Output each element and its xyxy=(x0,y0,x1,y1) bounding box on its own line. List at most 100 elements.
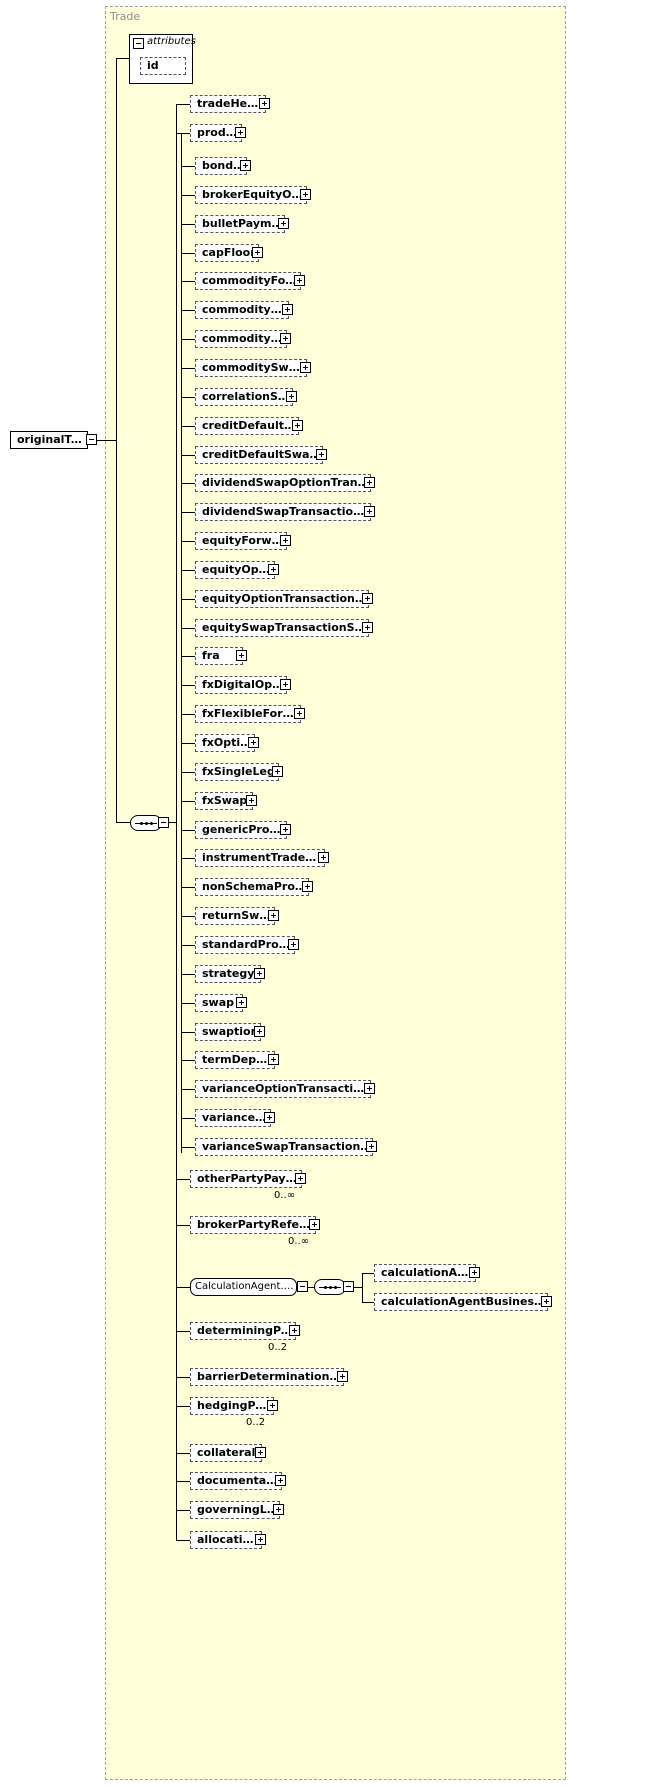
element-generic-product[interactable]: genericProduct xyxy=(195,821,287,839)
element-allocations[interactable]: allocations xyxy=(190,1531,262,1549)
expand-icon[interactable] xyxy=(362,593,373,604)
element-credit-default-swap[interactable]: creditDefaultSwap xyxy=(195,417,299,435)
expand-icon[interactable] xyxy=(541,1296,552,1307)
expand-icon[interactable] xyxy=(235,127,246,138)
expand-icon[interactable] xyxy=(255,1534,266,1545)
element-strategy[interactable]: strategy xyxy=(195,965,261,983)
element-broker-party-reference[interactable]: brokerPartyReference xyxy=(190,1216,316,1234)
expand-icon[interactable] xyxy=(268,1054,279,1065)
expand-icon[interactable] xyxy=(364,477,375,488)
expand-icon[interactable] xyxy=(300,189,311,200)
element-return-swap[interactable]: returnSwap xyxy=(195,907,275,925)
expand-icon[interactable] xyxy=(362,622,373,633)
element-non-schema-product[interactable]: nonSchemaProduct xyxy=(195,878,309,896)
element-equity-option[interactable]: equityOption xyxy=(195,561,275,579)
expand-icon[interactable] xyxy=(300,362,311,373)
element-collateral[interactable]: collateral xyxy=(190,1444,262,1462)
element-fx-option[interactable]: fxOption xyxy=(195,734,255,752)
element-dividend-swap-option-transactio[interactable]: dividendSwapOptionTransactio... xyxy=(195,474,371,492)
collapse-icon[interactable] xyxy=(133,38,144,49)
element-fx-single-leg[interactable]: fxSingleLeg xyxy=(195,763,279,781)
expand-icon[interactable] xyxy=(275,1475,286,1486)
expand-icon[interactable] xyxy=(268,910,279,921)
choice-compositor[interactable] xyxy=(314,1279,346,1295)
expand-icon[interactable] xyxy=(309,1219,320,1230)
expand-icon[interactable] xyxy=(294,708,305,719)
collapse-icon[interactable] xyxy=(86,434,97,445)
collapse-icon[interactable] xyxy=(343,1281,354,1292)
element-commodity-option[interactable]: commodityOption xyxy=(195,301,289,319)
expand-icon[interactable] xyxy=(316,449,327,460)
element-fx-swap[interactable]: fxSwap xyxy=(195,792,253,810)
expand-icon[interactable] xyxy=(294,275,305,286)
element-calculation-agent[interactable]: calculationAgent xyxy=(374,1264,476,1282)
expand-icon[interactable] xyxy=(278,218,289,229)
element-bullet-payment[interactable]: bulletPayment xyxy=(195,215,285,233)
expand-icon[interactable] xyxy=(280,535,291,546)
element-swaption[interactable]: swaption xyxy=(195,1023,261,1041)
expand-icon[interactable] xyxy=(469,1267,480,1278)
element-trade-header[interactable]: tradeHeader xyxy=(190,95,266,113)
expand-icon[interactable] xyxy=(280,824,291,835)
expand-icon[interactable] xyxy=(236,997,247,1008)
sequence-compositor[interactable] xyxy=(130,815,162,831)
expand-icon[interactable] xyxy=(289,1325,300,1336)
expand-icon[interactable] xyxy=(286,391,297,402)
expand-icon[interactable] xyxy=(288,939,299,950)
element-determining-party[interactable]: determiningParty xyxy=(190,1322,296,1340)
expand-icon[interactable] xyxy=(280,333,291,344)
expand-icon[interactable] xyxy=(255,1447,266,1458)
element-documentation[interactable]: documentation xyxy=(190,1472,282,1490)
element-calculation-agent-business-center[interactable]: calculationAgentBusinessCenter xyxy=(374,1293,548,1311)
element-variance-swap[interactable]: varianceSwap xyxy=(195,1109,271,1127)
expand-icon[interactable] xyxy=(295,1173,306,1184)
expand-icon[interactable] xyxy=(267,1400,278,1411)
expand-icon[interactable] xyxy=(282,304,293,315)
expand-icon[interactable] xyxy=(292,420,303,431)
element-instrument-trade-details[interactable]: instrumentTradeDetails xyxy=(195,849,325,867)
expand-icon[interactable] xyxy=(259,98,270,109)
element-equity-forward[interactable]: equityForward xyxy=(195,532,287,550)
expand-icon[interactable] xyxy=(236,650,247,661)
expand-icon[interactable] xyxy=(364,1083,375,1094)
element-standard-product[interactable]: standardProduct xyxy=(195,936,295,954)
expand-icon[interactable] xyxy=(248,737,259,748)
element-fx-digital-option[interactable]: fxDigitalOption xyxy=(195,676,287,694)
element-equity-option-transaction-suppl[interactable]: equityOptionTransactionSuppl... xyxy=(195,590,369,608)
element-other-party-payment[interactable]: otherPartyPayment xyxy=(190,1170,302,1188)
expand-icon[interactable] xyxy=(240,160,251,171)
root-element-original-trade[interactable]: originalTrade xyxy=(10,431,88,449)
attribute-id[interactable]: id xyxy=(140,57,186,75)
element-fx-flexible-forward[interactable]: fxFlexibleForward xyxy=(195,705,301,723)
expand-icon[interactable] xyxy=(280,679,291,690)
expand-icon[interactable] xyxy=(254,968,265,979)
element-variance-option-transaction-sup[interactable]: varianceOptionTransactionSup... xyxy=(195,1080,371,1098)
element-commodity-swaption[interactable]: commoditySwaption xyxy=(195,359,307,377)
expand-icon[interactable] xyxy=(273,1504,284,1515)
element-hedging-party[interactable]: hedgingParty xyxy=(190,1397,274,1415)
expand-icon[interactable] xyxy=(268,564,279,575)
expand-icon[interactable] xyxy=(366,1141,377,1152)
expand-icon[interactable] xyxy=(337,1371,348,1382)
element-governing-law[interactable]: governingLaw xyxy=(190,1501,280,1519)
element-variance-swap-transaction-suppl[interactable]: varianceSwapTransactionSuppl... xyxy=(195,1138,373,1156)
expand-icon[interactable] xyxy=(246,795,257,806)
element-credit-default-swap-option[interactable]: creditDefaultSwapOption xyxy=(195,446,323,464)
element-correlation-swap[interactable]: correlationSwap xyxy=(195,388,293,406)
expand-icon[interactable] xyxy=(272,766,283,777)
element-barrier-determination-agent[interactable]: barrierDeterminationAgent xyxy=(190,1368,344,1386)
element-commodity-forward[interactable]: commodityForward xyxy=(195,272,301,290)
element-broker-equity-option[interactable]: brokerEquityOption xyxy=(195,186,307,204)
element-dividend-swap-transaction-supp[interactable]: dividendSwapTransactionSupp... xyxy=(195,503,371,521)
expand-icon[interactable] xyxy=(264,1112,275,1123)
collapse-icon[interactable] xyxy=(158,817,169,828)
expand-icon[interactable] xyxy=(302,881,313,892)
element-commodity-swap[interactable]: commoditySwap xyxy=(195,330,287,348)
element-term-deposit[interactable]: termDeposit xyxy=(195,1051,275,1069)
expand-icon[interactable] xyxy=(254,1026,265,1037)
expand-icon[interactable] xyxy=(364,506,375,517)
expand-icon[interactable] xyxy=(318,852,329,863)
group-calculation-agent-model[interactable]: CalculationAgent.model xyxy=(190,1278,297,1296)
element-cap-floor[interactable]: capFloor xyxy=(195,244,259,262)
collapse-icon[interactable] xyxy=(297,1281,308,1292)
